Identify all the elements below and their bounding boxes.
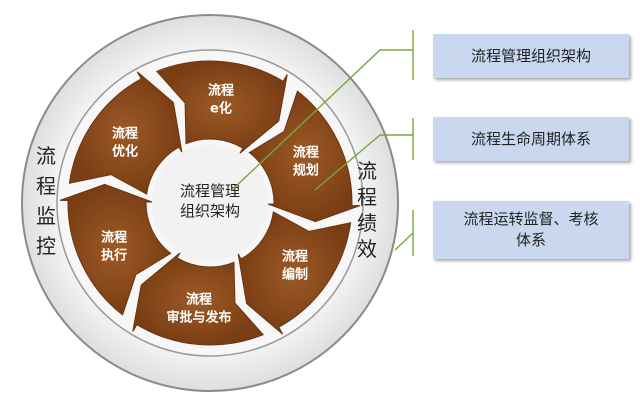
segment-compile-label-line2: 编制	[282, 267, 308, 283]
segment-e	[155, 60, 288, 154]
ring-right-char-2: 程	[357, 185, 377, 209]
segment-approve	[132, 252, 265, 346]
segment-plan	[248, 90, 361, 223]
ring-left-char-3: 监	[36, 204, 56, 228]
info-box-supervision-line1: 流程运转监督、考核	[463, 210, 599, 228]
ring-left-char-2: 程	[36, 174, 56, 198]
info-box-supervision: 流程运转监督、考核 体系	[433, 201, 629, 259]
ring-right-char-1: 流	[357, 159, 377, 183]
segment-approve-label-line1: 流程	[186, 291, 212, 307]
info-box-supervision-line2: 体系	[515, 231, 546, 249]
segment-compile	[237, 211, 352, 335]
segment-opt-label-line2: 优化	[112, 143, 138, 159]
ring-left-label: 流 程 监 控	[36, 144, 56, 258]
ring-right-char-3: 绩	[357, 211, 377, 235]
center-hub	[152, 145, 268, 261]
connectors	[231, 30, 414, 256]
segment-compile-label-line1: 流程	[282, 249, 308, 265]
segment-plan-label-line1: 流程	[293, 144, 319, 160]
center-label-line2: 组织架构	[180, 202, 240, 220]
ring-left-char-1: 流	[36, 144, 56, 168]
info-box-lifecycle-text: 流程生命周期体系	[470, 129, 591, 148]
info-box-lifecycle: 流程生命周期体系	[433, 117, 629, 161]
connector-org	[231, 49, 413, 191]
ring-right-char-4: 效	[357, 237, 377, 261]
ring-right-label: 流 程 绩 效	[357, 159, 377, 261]
segment-exec-label-line1: 流程	[101, 230, 127, 246]
info-box-org-structure: 流程管理组织架构	[433, 34, 629, 78]
ring-left-char-4: 控	[36, 234, 56, 258]
segment-approve-label-line2: 审批与发布	[167, 309, 232, 325]
center-label-line1: 流程管理	[180, 182, 240, 200]
segment-opt	[68, 71, 183, 195]
segment-plan-label-line2: 规划	[293, 162, 319, 178]
segment-e-label-line1: 流程	[208, 83, 234, 99]
segment-exec	[59, 183, 172, 316]
connector-performance	[394, 232, 414, 251]
info-box-org-structure-text: 流程管理组织架构	[470, 46, 591, 65]
connector-lifecycle	[314, 134, 413, 191]
segment-exec-label-line2: 执行	[101, 248, 127, 264]
segment-opt-label-line1: 流程	[112, 125, 138, 141]
segment-e-label-line2: e化	[210, 101, 232, 117]
